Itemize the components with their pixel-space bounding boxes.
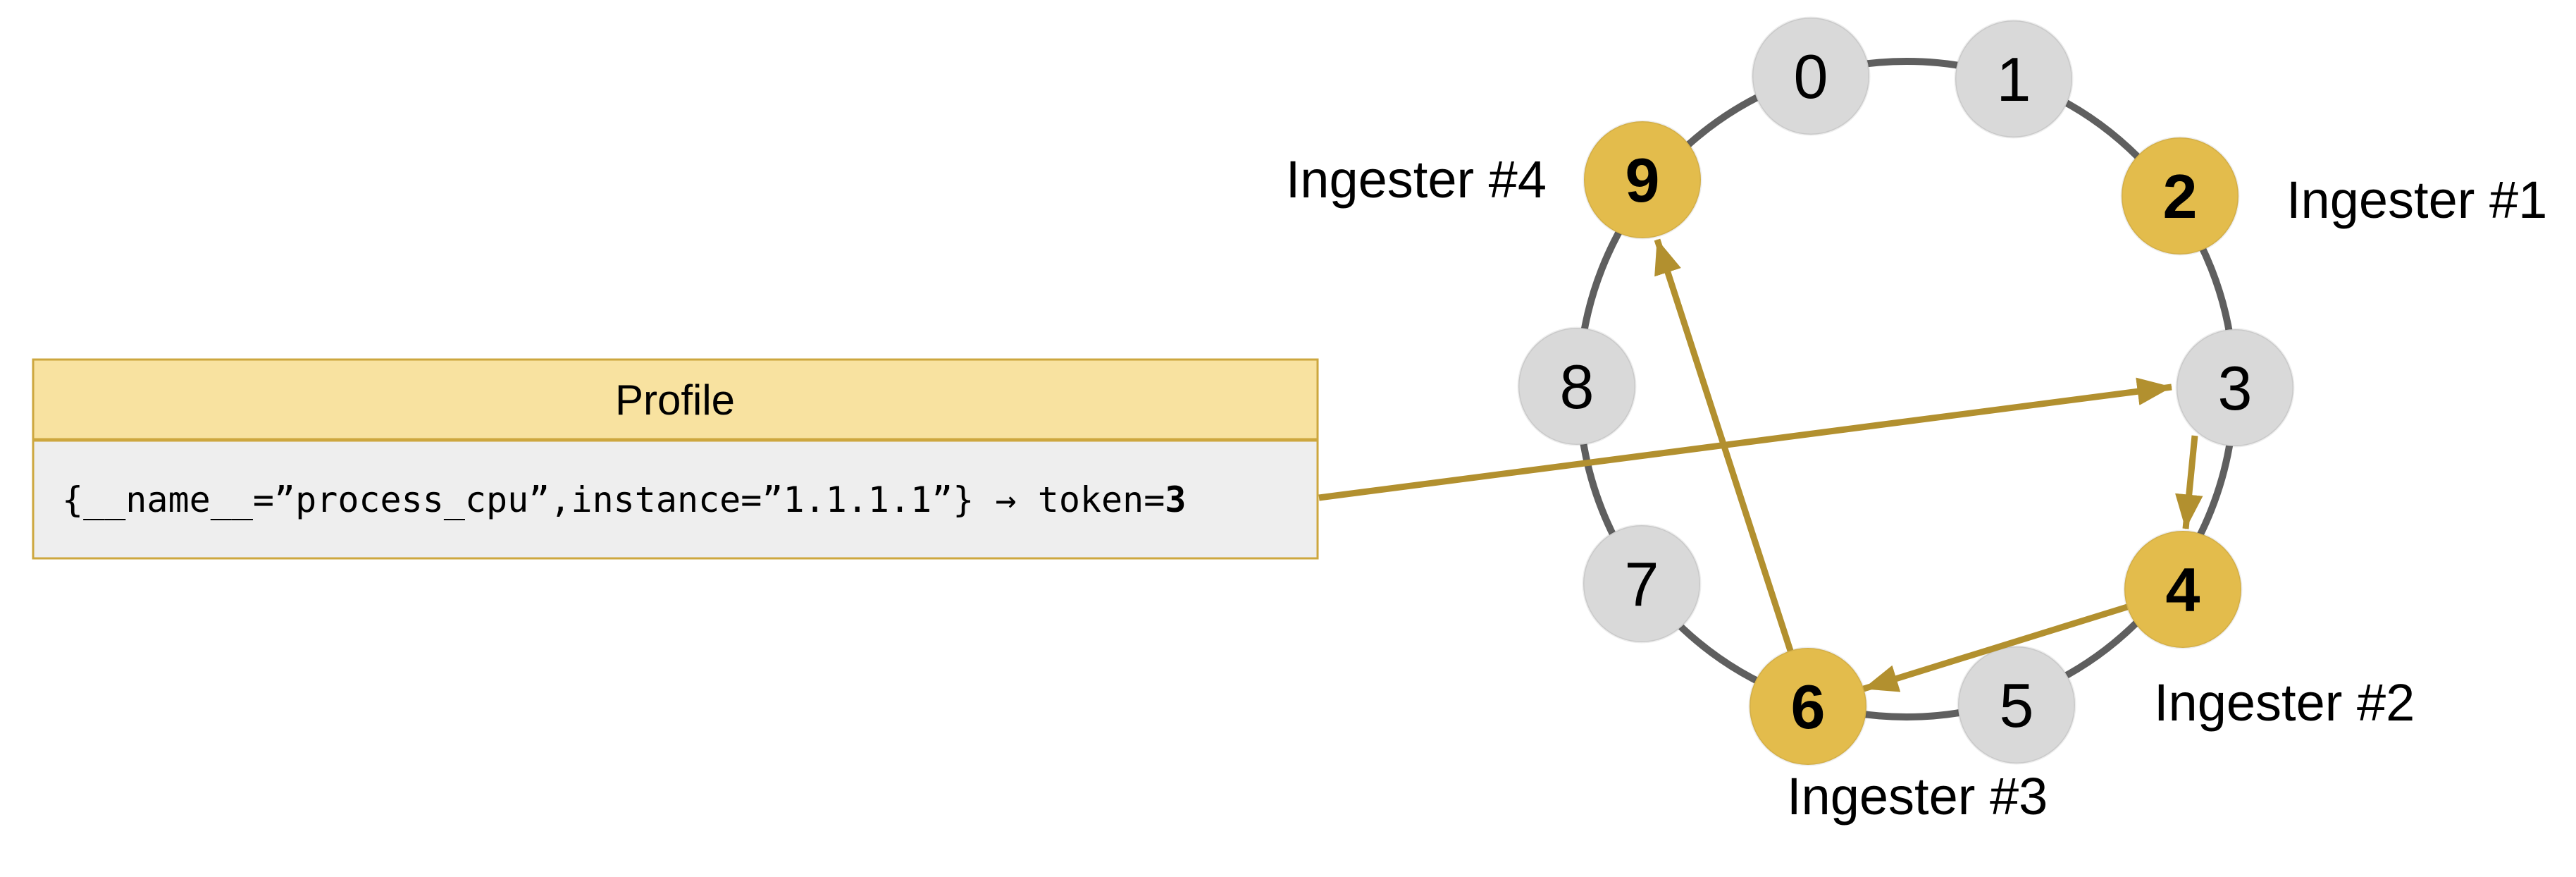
ring-node-5: 5 <box>1957 645 2076 765</box>
profile-card-body <box>32 439 1319 560</box>
token-value: 3 <box>1165 479 1186 520</box>
ring-node-label: 9 <box>1626 145 1660 215</box>
series-mapping-text: {__name__=”process_cpu”,instance=”1.1.1.… <box>62 479 1165 520</box>
profile-card-title: Profile <box>615 376 735 424</box>
ingester-3-label: Ingester #3 <box>1787 767 2048 826</box>
ring-node-7-circle <box>1582 524 1702 644</box>
ring-node-9-circle <box>1583 120 1702 240</box>
profile-card-header <box>32 358 1319 441</box>
ring-node-label: 7 <box>1625 549 1659 619</box>
ring-node-3-circle <box>2175 328 2295 448</box>
ring-node-2-circle <box>2120 136 2240 256</box>
ingester-2-label: Ingester #2 <box>2154 673 2415 732</box>
ring-node-3: 3 <box>2175 328 2295 448</box>
ingester-1-label: Ingester #1 <box>2286 171 2547 229</box>
ingester-4-label: Ingester #4 <box>1286 150 1547 209</box>
ring-node-label: 4 <box>2166 555 2200 625</box>
ring-node-5-circle <box>1957 645 2076 765</box>
ring-node-6-circle <box>1748 646 1868 766</box>
ring-node-0: 0 <box>1751 16 1871 136</box>
arrow-token-6-to-9 <box>1654 238 1794 652</box>
ring-node-8: 8 <box>1517 326 1637 446</box>
ring-node-label: 1 <box>1997 44 2031 114</box>
ring-node-4: 4 <box>2123 529 2243 649</box>
ring-node-4-circle <box>2123 529 2243 649</box>
ring-node-label: 5 <box>2000 670 2034 740</box>
arrow-token-3-to-4 <box>2175 435 2203 529</box>
ring-node-label: 0 <box>1794 42 1828 111</box>
profile-series-text: {__name__=”process_cpu”,instance=”1.1.1.… <box>62 479 1186 520</box>
arrow-profile-to-token-3 <box>1318 377 2172 501</box>
ring-node-9: 9 <box>1583 120 1702 240</box>
ring-node-label: 2 <box>2163 161 2198 231</box>
ring-node-label: 3 <box>2218 353 2253 423</box>
ring-node-label: 6 <box>1791 672 1826 742</box>
ring-node-7: 7 <box>1582 524 1702 644</box>
ring-node-6: 6 <box>1748 646 1868 766</box>
ring-node-0-circle <box>1751 16 1871 136</box>
ring-node-8-circle <box>1517 326 1637 446</box>
arrow-token-4-to-6 <box>1862 603 2129 692</box>
ring-node-2: 2 <box>2120 136 2240 256</box>
ring-node-label: 8 <box>1560 352 1594 422</box>
profile-card: Profile {__name__=”process_cpu”,instance… <box>32 358 1319 560</box>
ring-node-1: 1 <box>1954 19 2074 139</box>
ring-node-1-circle <box>1954 19 2074 139</box>
